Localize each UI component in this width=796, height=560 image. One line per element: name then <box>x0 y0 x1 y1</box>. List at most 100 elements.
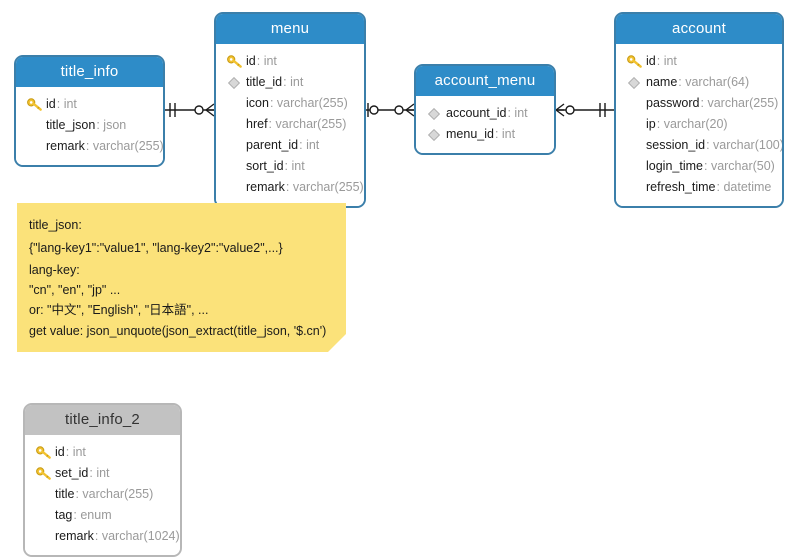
field-account-session_id[interactable]: session_id: varchar(100) <box>616 135 782 156</box>
field-menu-sort_id[interactable]: sort_id: int <box>216 156 364 177</box>
field-name: title_id <box>246 75 283 89</box>
blank-marker <box>225 159 243 175</box>
note-line: title_json: <box>29 218 82 232</box>
field-type: varchar(255) <box>707 96 779 110</box>
field-name: remark <box>246 180 285 194</box>
field-name: parent_id <box>246 138 299 152</box>
field-title_info_2-title[interactable]: title: varchar(255) <box>25 484 180 505</box>
blank-marker <box>625 138 643 154</box>
blank-marker <box>34 508 52 524</box>
blank-marker <box>225 138 243 154</box>
field-name: session_id <box>646 138 706 152</box>
field-type: varchar(20) <box>663 117 728 131</box>
field-type: varchar(255) <box>92 139 164 153</box>
note-fold-corner <box>328 334 346 352</box>
field-type: json <box>103 118 127 132</box>
blank-marker <box>225 117 243 133</box>
table-account[interactable]: account id: int name: varchar(64) <box>614 12 784 208</box>
field-name: id <box>246 54 256 68</box>
note-line: or: "中文", "English", "日本語", ... <box>29 303 209 317</box>
field-type: int <box>501 127 516 141</box>
field-type: int <box>263 54 277 68</box>
field-type: varchar(64) <box>685 75 750 89</box>
note-line: lang-key: <box>29 263 80 277</box>
diamond-icon <box>225 75 243 91</box>
relationship-menu-account_menu <box>366 103 415 117</box>
field-name: password <box>646 96 700 110</box>
field-type: varchar(255) <box>275 117 347 131</box>
field-type: datetime <box>723 180 772 194</box>
field-menu-id[interactable]: id: int <box>216 51 364 72</box>
note-title_json[interactable]: title_json: {"lang-key1":"value1", "lang… <box>17 203 346 352</box>
table-menu-header: menu <box>216 14 364 44</box>
field-name: menu_id <box>446 127 494 141</box>
field-title_info-remark[interactable]: remark: varchar(255) <box>16 136 163 157</box>
field-type: int <box>663 54 677 68</box>
field-title_info_2-set_id[interactable]: set_id: int <box>25 463 180 484</box>
field-title_info_2-remark[interactable]: remark: varchar(1024) <box>25 526 180 547</box>
field-account-password[interactable]: password: varchar(255) <box>616 93 782 114</box>
field-type: enum <box>80 508 112 522</box>
field-account-ip[interactable]: ip: varchar(20) <box>616 114 782 135</box>
field-type: int <box>72 445 86 459</box>
field-account-name[interactable]: name: varchar(64) <box>616 72 782 93</box>
field-name: refresh_time <box>646 180 716 194</box>
field-account_menu-account_id[interactable]: account_id: int <box>416 103 554 124</box>
table-account-header: account <box>616 14 782 44</box>
field-menu-href[interactable]: href: varchar(255) <box>216 114 364 135</box>
note-line: "cn", "en", "jp" ... <box>29 283 121 297</box>
blank-marker <box>625 159 643 175</box>
table-title_info_2[interactable]: title_info_2 id: int <box>23 403 182 557</box>
field-type: int <box>63 97 77 111</box>
key-icon <box>25 97 43 113</box>
field-name: title_json <box>46 118 96 132</box>
field-title_info_2-tag[interactable]: tag: enum <box>25 505 180 526</box>
field-name: account_id <box>446 106 507 120</box>
field-title_info-title_json[interactable]: title_json: json <box>16 115 163 136</box>
field-type: varchar(255) <box>292 180 364 194</box>
field-name: set_id <box>55 466 89 480</box>
table-account_menu-fields: account_id: int menu_id: int <box>416 96 554 153</box>
field-menu-parent_id[interactable]: parent_id: int <box>216 135 364 156</box>
blank-marker <box>25 118 43 134</box>
table-account_menu[interactable]: account_menu account_id: int menu_id: in… <box>414 64 556 155</box>
blank-marker <box>25 139 43 155</box>
field-name: remark <box>55 529 94 543</box>
field-account-refresh_time[interactable]: refresh_time: datetime <box>616 177 782 198</box>
field-title_info-id[interactable]: id: int <box>16 94 163 115</box>
table-title_info[interactable]: title_info id: int title_json: json rema… <box>14 55 165 167</box>
table-menu[interactable]: menu id: int title_id: int <box>214 12 366 208</box>
field-type: int <box>290 75 304 89</box>
blank-marker <box>625 180 643 196</box>
blank-marker <box>34 487 52 503</box>
field-name: ip <box>646 117 656 131</box>
note-line: {"lang-key1":"value1", "lang-key2":"valu… <box>29 241 283 255</box>
field-account_menu-menu_id[interactable]: menu_id: int <box>416 124 554 145</box>
field-type: int <box>306 138 320 152</box>
field-name: tag <box>55 508 73 522</box>
field-title_info_2-id[interactable]: id: int <box>25 442 180 463</box>
blank-marker <box>225 180 243 196</box>
field-menu-title_id[interactable]: title_id: int <box>216 72 364 93</box>
field-type: varchar(100) <box>713 138 784 152</box>
field-type: int <box>96 466 110 480</box>
relationship-account_menu-account <box>555 103 614 117</box>
table-account_menu-header: account_menu <box>416 66 554 96</box>
field-menu-remark[interactable]: remark: varchar(255) <box>216 177 364 198</box>
field-menu-icon[interactable]: icon: varchar(255) <box>216 93 364 114</box>
field-name: sort_id <box>246 159 284 173</box>
table-title_info-header: title_info <box>16 57 163 87</box>
table-title_info-fields: id: int title_json: json remark: varchar… <box>16 87 163 165</box>
field-type: varchar(255) <box>82 487 154 501</box>
field-account-login_time[interactable]: login_time: varchar(50) <box>616 156 782 177</box>
field-name: icon <box>246 96 269 110</box>
diamond-icon <box>625 75 643 91</box>
key-icon <box>34 445 52 461</box>
table-title_info_2-header: title_info_2 <box>25 405 180 435</box>
table-account-fields: id: int name: varchar(64) password: varc… <box>616 44 782 206</box>
field-account-id[interactable]: id: int <box>616 51 782 72</box>
field-name: id <box>55 445 65 459</box>
diamond-icon <box>425 127 443 143</box>
field-name: id <box>646 54 656 68</box>
key-icon <box>34 466 52 482</box>
